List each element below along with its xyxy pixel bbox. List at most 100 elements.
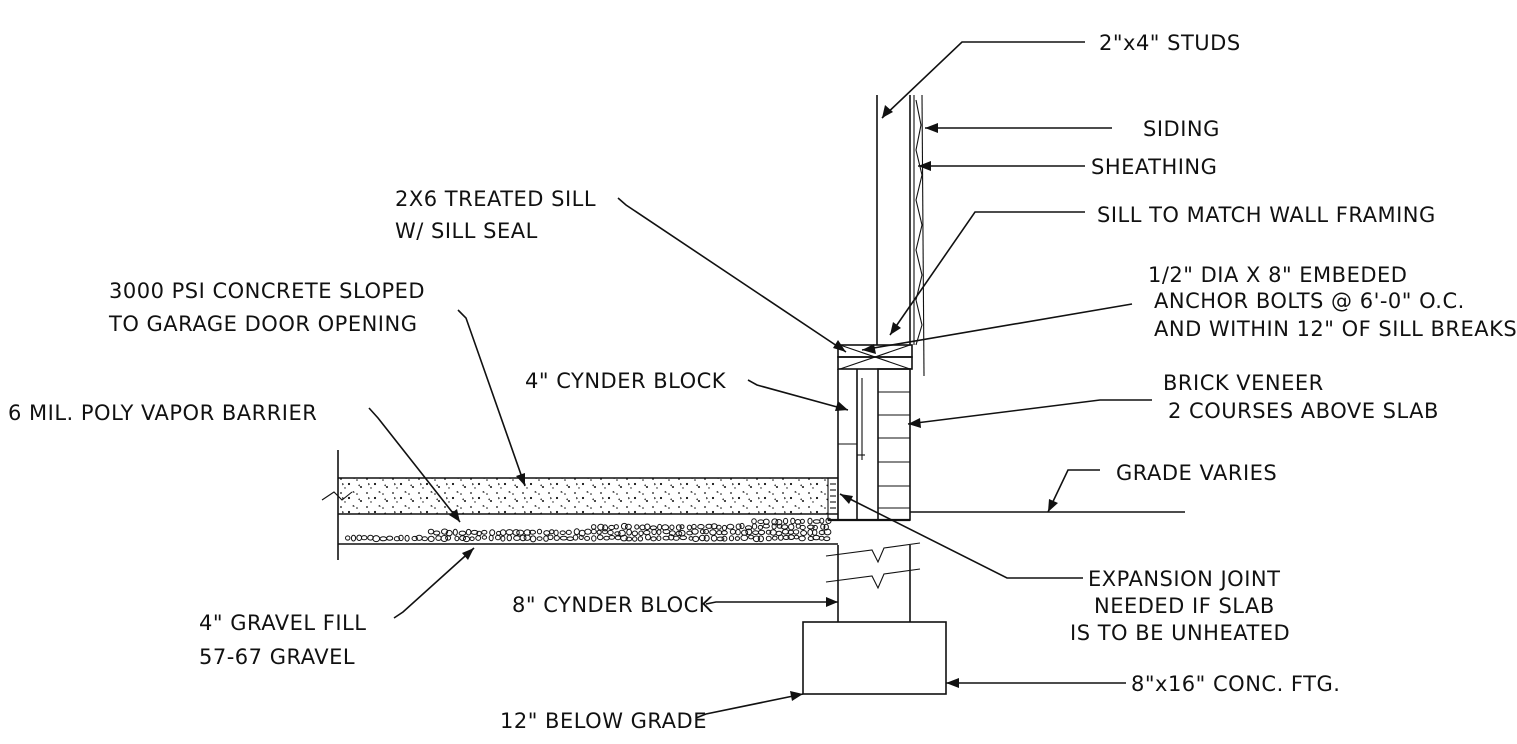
gravel-pebble xyxy=(372,535,381,543)
gravel-pebble xyxy=(499,529,507,536)
gravel-pebble xyxy=(603,535,610,541)
gravel-pebble xyxy=(721,524,728,531)
gravel-pebble xyxy=(703,528,709,535)
gravel-pebble xyxy=(757,529,766,536)
gravel-pebble xyxy=(678,529,686,537)
gravel-pebble xyxy=(823,523,829,531)
label-anchor-line2: ANCHOR BOLTS @ 6'-0" O.C. xyxy=(1154,289,1465,313)
gravel-pebble xyxy=(602,524,609,532)
gravel-pebble xyxy=(775,530,783,537)
gravel-pebble xyxy=(411,535,418,542)
label-anchor-line1: 1/2" DIA X 8" EMBEDED xyxy=(1148,263,1407,287)
gravel-pebble xyxy=(649,525,658,531)
label-cynder-block-4: 4" CYNDER BLOCK xyxy=(525,369,727,393)
gravel-pebble xyxy=(614,531,621,536)
gravel-pebble xyxy=(440,535,449,542)
gravel-pebble xyxy=(625,536,633,542)
gravel-pebble xyxy=(752,535,761,543)
gravel-pebble xyxy=(361,535,368,541)
label-siding: SIDING xyxy=(1143,117,1220,141)
gravel-pebble xyxy=(669,530,676,537)
gravel-pebble xyxy=(735,523,742,530)
gravel-pebble xyxy=(632,536,638,542)
gravel-pebble xyxy=(798,535,806,542)
gravel-pebble xyxy=(607,529,614,536)
gravel-pebble xyxy=(495,534,501,541)
gravel-pebble xyxy=(529,535,537,543)
gravel-pebble xyxy=(820,523,826,530)
gravel-pebble xyxy=(516,529,525,536)
gravel-pebble xyxy=(679,524,685,530)
label-concrete-line1: 3000 PSI CONCRETE SLOPED xyxy=(109,279,425,303)
gravel-pebble xyxy=(752,530,760,535)
gravel-pebble xyxy=(638,530,644,537)
gravel-pebble xyxy=(398,534,404,542)
gravel-pebble xyxy=(675,524,682,531)
gravel-pebble xyxy=(757,524,764,530)
gravel-pebble xyxy=(469,536,475,542)
label-below-grade: 12" BELOW GRADE xyxy=(500,709,707,733)
gravel-pebble xyxy=(500,535,506,542)
gravel-pebble xyxy=(812,529,818,536)
gravel-pebble xyxy=(441,528,449,535)
gravel-pebble xyxy=(454,535,460,542)
gravel-pebble xyxy=(735,529,741,536)
gravel-pebble xyxy=(673,535,680,541)
gravel-pebble xyxy=(602,529,608,535)
gravel-pebble xyxy=(709,529,717,536)
gravel-pebble xyxy=(765,535,772,542)
gravel-pebble xyxy=(584,528,592,535)
gravel-pebble xyxy=(748,534,754,540)
gravel-pebble xyxy=(807,536,815,541)
gravel-pebble xyxy=(462,535,471,543)
gravel-pebble xyxy=(772,535,778,541)
gravel-pebble xyxy=(799,524,806,531)
gravel-pebble xyxy=(793,534,800,540)
gravel-pebble xyxy=(529,529,536,535)
gravel-pebble xyxy=(710,535,718,542)
gravel-pebble xyxy=(692,535,700,543)
gravel-pebble xyxy=(765,529,772,535)
gravel-pebble xyxy=(559,535,568,541)
gravel-pebble xyxy=(825,517,832,524)
gravel-pebble xyxy=(740,534,749,541)
label-expansion-line1: EXPANSION JOINT xyxy=(1088,567,1280,591)
gravel-pebble xyxy=(433,530,441,536)
gravel-pebble xyxy=(656,529,662,535)
gravel-pebble xyxy=(734,536,741,541)
gravel-pebble xyxy=(721,535,728,542)
gravel-pebble xyxy=(476,530,482,537)
gravel-pebble xyxy=(645,534,651,541)
gravel-pebble xyxy=(427,535,435,543)
label-studs: 2"x4" STUDS xyxy=(1099,31,1241,55)
gravel-pebble xyxy=(818,530,826,535)
gravel-pebble xyxy=(536,528,543,535)
gravel-pebble xyxy=(613,524,619,530)
gravel-pebble xyxy=(691,523,697,530)
gravel-pebble xyxy=(379,536,388,542)
gravel-pebble xyxy=(751,523,758,530)
gravel-pebble xyxy=(656,535,662,542)
gravel-pebble xyxy=(823,536,831,542)
gravel-pebble xyxy=(465,528,472,536)
leader-lines xyxy=(368,41,1152,719)
gravel-pebble xyxy=(350,534,357,542)
gravel-pebble xyxy=(549,529,555,535)
gravel-pebble xyxy=(470,529,479,535)
gravel-pebble xyxy=(716,536,725,542)
gravel-pebble xyxy=(624,523,632,530)
gravel-pebble xyxy=(800,530,808,536)
gravel-pebble xyxy=(596,534,604,541)
gravel-pebble xyxy=(404,534,410,542)
gravel-pebble xyxy=(458,530,467,536)
gravel-pebble xyxy=(573,528,580,536)
gravel-pebble xyxy=(608,524,615,531)
cynder-block-wall xyxy=(825,369,921,622)
gravel-pebble xyxy=(790,517,796,525)
gravel-pebble xyxy=(626,528,632,536)
gravel-pebble xyxy=(741,529,749,536)
gravel-pebble xyxy=(596,529,602,535)
gravel-pebble xyxy=(475,535,482,541)
gravel-pebble xyxy=(728,535,735,542)
